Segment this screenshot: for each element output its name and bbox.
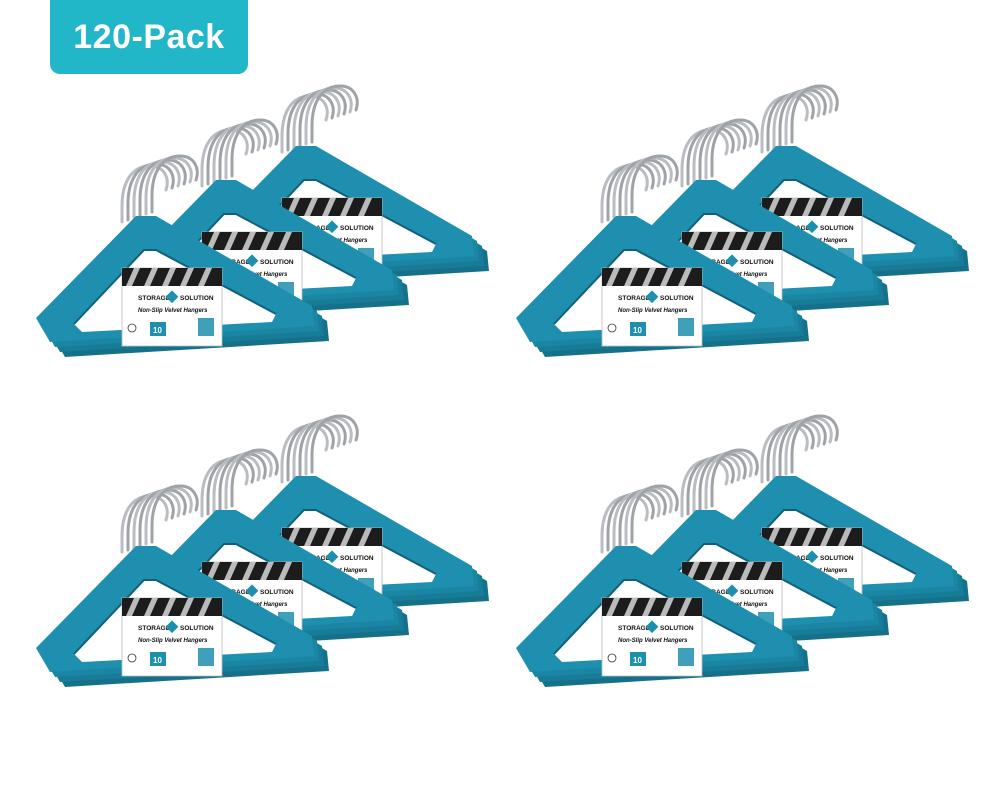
hook-icon [280,414,359,484]
product-tag: STORAGE SOLUTION Non-Slip Velvet Hangers 10 [601,597,703,677]
hook-icon [200,448,279,518]
brand-line2: SOLUTION [260,259,294,266]
tagline: Non-Slip Velvet Hangers [618,638,688,644]
hanger-group-bottom-right: STORAGE SOLUTION Non-Slip Velvet Hangers 10… [490,400,970,730]
brand-line2: SOLUTION [180,295,214,302]
brand-line2: SOLUTION [820,225,854,232]
count-label: 10 [153,656,162,665]
brand-line2: SOLUTION [340,555,374,562]
hanger-group-graphic: STORAGE SOLUTION Non-Slip Velvet Hangers 10… [516,414,969,687]
count-label: 10 [153,326,162,335]
tagline: Non-Slip Velvet Hangers [618,308,688,314]
brand-line2: SOLUTION [820,555,854,562]
brand-line1: STORAGE [618,625,651,632]
count-label: 10 [633,326,642,335]
hanger-bundle: STORAGE SOLUTION Non-Slip Velvet Hangers 10 [516,154,809,357]
brand-line2: SOLUTION [660,295,694,302]
brand-line2: SOLUTION [180,625,214,632]
hook-icon [680,448,759,518]
hanger-bundle: STORAGE SOLUTION Non-Slip Velvet Hangers 10 [36,154,329,357]
hanger-group-graphic: STORAGE SOLUTION Non-Slip Velvet Hangers 10… [36,414,489,687]
hanger-group-top-right: STORAGE SOLUTION Non-Slip Velvet Hangers 10… [490,70,970,400]
hook-icon [760,84,839,154]
hook-icon [600,484,679,554]
hanger-group-graphic: STORAGE SOLUTION Non-Slip Velvet Hangers 10… [36,84,489,357]
hook-icon [120,484,199,554]
hook-icon [760,414,839,484]
brand-line2: SOLUTION [660,625,694,632]
tagline: Non-Slip Velvet Hangers [138,308,208,314]
brand-line2: SOLUTION [740,259,774,266]
product-tag: STORAGE SOLUTION Non-Slip Velvet Hangers 10 [121,267,223,347]
product-tag: STORAGE SOLUTION Non-Slip Velvet Hangers 10 [121,597,223,677]
pack-size-label: 120-Pack [73,17,225,56]
brand-line2: SOLUTION [340,225,374,232]
hanger-group-bottom-left: STORAGE SOLUTION Non-Slip Velvet Hangers 10… [10,400,490,730]
tagline: Non-Slip Velvet Hangers [138,638,208,644]
brand-line1: STORAGE [138,295,171,302]
hanger-bundle: STORAGE SOLUTION Non-Slip Velvet Hangers 10 [36,484,329,687]
hook-icon [680,118,759,188]
brand-line1: STORAGE [138,625,171,632]
count-label: 10 [633,656,642,665]
product-tag: STORAGE SOLUTION Non-Slip Velvet Hangers 10 [601,267,703,347]
hanger-group-graphic: STORAGE SOLUTION Non-Slip Velvet Hangers 10… [516,84,969,357]
brand-line2: SOLUTION [260,589,294,596]
hanger-group-top-left: STORAGE SOLUTION Non-Slip Velvet Hangers 10… [10,70,490,400]
brand-line2: SOLUTION [740,589,774,596]
hook-icon [600,154,679,224]
hook-icon [280,84,359,154]
hook-icon [120,154,199,224]
hanger-bundle: STORAGE SOLUTION Non-Slip Velvet Hangers 10 [516,484,809,687]
hook-icon [200,118,279,188]
brand-line1: STORAGE [618,295,651,302]
pack-size-badge: 120-Pack [50,0,248,74]
